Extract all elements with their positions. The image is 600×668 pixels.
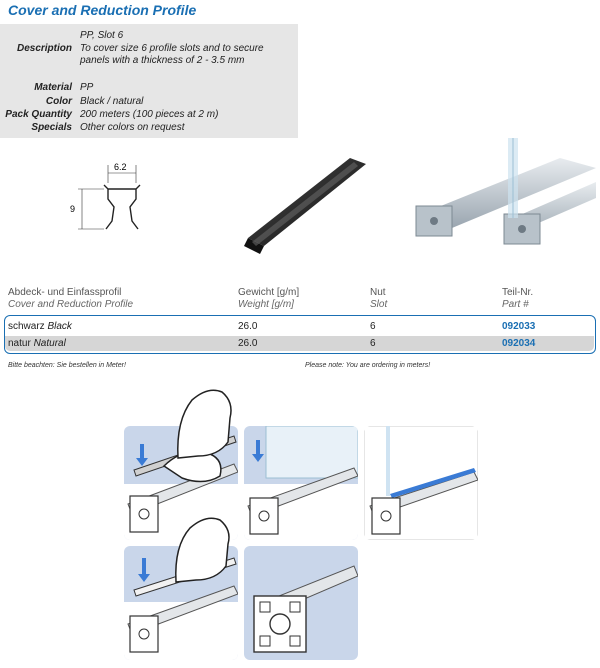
header-part-de: Teil-Nr. xyxy=(502,287,534,298)
row-black-part-number[interactable]: 092033 xyxy=(502,321,536,332)
spec-pack-label: Pack Quantity xyxy=(5,109,72,120)
note-german: Bitte beachten: Sie bestellen in Meter! xyxy=(8,362,126,369)
step-4-insert-reduction-image xyxy=(124,546,238,660)
spec-material-label: Material xyxy=(34,82,72,93)
step-2-insert-panel-image xyxy=(244,426,358,540)
header-product-de: Abdeck- und Einfassprofil xyxy=(8,287,122,298)
height-dimension-label: 9 xyxy=(70,204,75,214)
table-header-part: Teil-Nr. Part # xyxy=(502,287,533,311)
black-profile-photo xyxy=(244,158,366,254)
header-weight-de: Gewicht [g/m] xyxy=(238,287,300,298)
spec-description-value: To cover size 6 profile slots and to sec… xyxy=(80,43,264,66)
row-natural-color-de: natur xyxy=(8,338,31,349)
row-black-color: schwarz Black xyxy=(8,321,72,333)
spec-box: PP, Slot 6 Description To cover size 6 p… xyxy=(0,24,298,138)
row-natural-color: natur Natural xyxy=(8,338,66,350)
profile-cross-section-drawing: 6.2 9 xyxy=(70,162,141,230)
table-row-highlight xyxy=(5,336,594,351)
row-black-weight: 26.0 xyxy=(238,321,258,332)
spec-color-value: Black / natural xyxy=(80,96,144,107)
row-black-slot: 6 xyxy=(370,321,376,332)
header-slot-en: Slot xyxy=(370,299,388,310)
table-header-weight: Gewicht [g/m] Weight [g/m] xyxy=(238,287,299,311)
spec-description-label: Description xyxy=(16,43,72,54)
spec-specials-label: Specials xyxy=(31,122,72,133)
spec-color-label: Color xyxy=(45,96,72,107)
header-part-en: Part # xyxy=(502,299,529,310)
aluminium-profile-photo xyxy=(415,138,596,245)
step-1-hand-illustration xyxy=(168,380,248,465)
row-natural-slot: 6 xyxy=(370,338,376,349)
table-header-product: Abdeck- und Einfassprofil Cover and Redu… xyxy=(8,287,133,311)
table-frame xyxy=(4,315,596,354)
row-natural-part-number[interactable]: 092034 xyxy=(502,338,536,349)
row-natural-color-en: Natural xyxy=(33,338,66,349)
table-header-slot: Nut Slot xyxy=(370,287,387,311)
header-product-en: Cover and Reduction Profile xyxy=(8,299,134,310)
row-black-color-de: schwarz xyxy=(8,321,45,332)
spec-specials-value: Other colors on request xyxy=(80,122,185,133)
header-weight-en: Weight [g/m] xyxy=(238,299,294,310)
page-title: Cover and Reduction Profile xyxy=(8,2,197,18)
header-slot-de: Nut xyxy=(370,287,386,298)
width-dimension-label: 6.2 xyxy=(114,162,127,172)
row-black-color-en: Black xyxy=(47,321,72,332)
spec-type-value: PP, Slot 6 xyxy=(80,30,124,41)
step-4-hand-illustration xyxy=(168,508,248,589)
note-english: Please note: You are ordering in meters! xyxy=(305,362,431,369)
spec-pack-value: 200 meters (100 pieces at 2 m) xyxy=(80,109,219,120)
step-3-finished-assembly-image xyxy=(364,426,478,540)
spec-material-value: PP xyxy=(80,82,94,93)
row-natural-weight: 26.0 xyxy=(238,338,258,349)
step-5-reduced-slot-image xyxy=(244,546,358,660)
